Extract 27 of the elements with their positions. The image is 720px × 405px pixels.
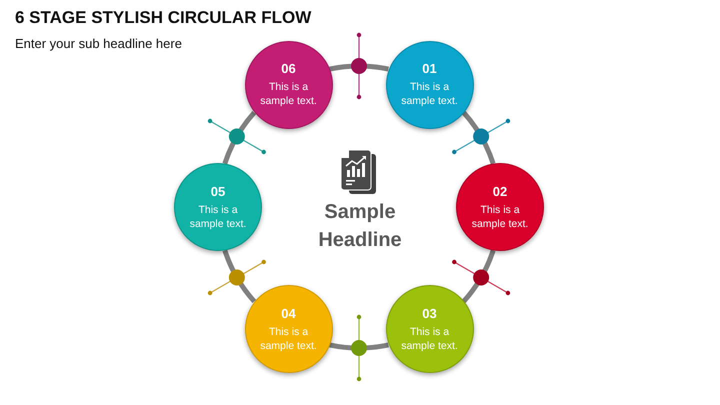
title: 6 STAGE STYLISH CIRCULAR FLOW — [15, 8, 312, 28]
ring-connector — [462, 111, 496, 164]
stage-number: 01 — [422, 61, 437, 78]
stage-circle — [456, 163, 544, 251]
stage-text: This is a sample text. — [259, 80, 318, 108]
stage-circle — [244, 40, 332, 129]
stage-text: This is a sample text. — [400, 80, 459, 108]
stage-text: This is a sample text. — [470, 202, 530, 230]
ring-connector — [222, 250, 256, 303]
stage-number: 03 — [422, 306, 437, 322]
stage-circle — [386, 285, 474, 374]
ring-connector — [329, 64, 389, 72]
ring-connector — [329, 342, 389, 350]
stage-text: This is a sample text. — [188, 202, 248, 230]
ring-connector — [462, 250, 496, 303]
stage-number: 06 — [281, 61, 296, 78]
stage-circle — [244, 285, 332, 374]
stage-text: This is a sample text. — [400, 324, 459, 353]
ring-connector — [222, 111, 256, 164]
center-headline: Sample Headline — [317, 200, 403, 253]
stage-text: This is a sample text. — [259, 324, 318, 353]
subtitle: Enter your sub headline here — [15, 36, 182, 51]
stage-circle — [386, 40, 474, 129]
stage-number: 02 — [492, 184, 508, 200]
stage-number: 05 — [210, 184, 226, 200]
stage-number: 04 — [281, 306, 296, 322]
stage-circle — [174, 163, 262, 251]
